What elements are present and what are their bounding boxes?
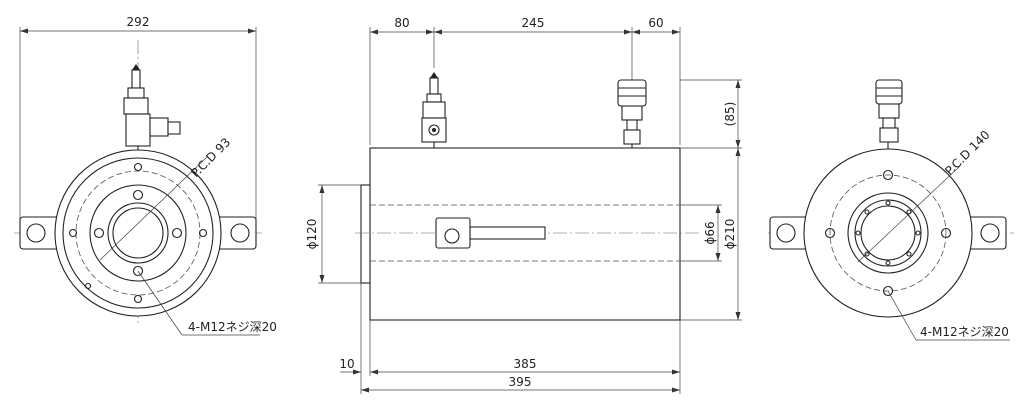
dim-60: 60 bbox=[648, 16, 663, 30]
thread-right-label: 4-M12ネジ深20 bbox=[920, 325, 1009, 339]
right-body-outer bbox=[803, 148, 973, 318]
dim-outer-210: ϕ210 bbox=[723, 219, 737, 250]
right-hole-right bbox=[940, 227, 952, 239]
cylinder-front-boss bbox=[360, 184, 371, 284]
right-fitting bbox=[875, 79, 903, 149]
slot-rod bbox=[469, 226, 546, 240]
dim-10: 10 bbox=[339, 357, 354, 371]
dim-overall-width: 292 bbox=[127, 15, 150, 29]
left-hole-left bbox=[93, 227, 105, 239]
dim-385: 385 bbox=[514, 357, 537, 371]
left-end-view: 292 bbox=[14, 15, 277, 336]
left-fitting bbox=[123, 64, 181, 150]
pcd-left-label: P.C.D 93 bbox=[188, 135, 233, 180]
right-hole-top bbox=[882, 169, 894, 181]
dim-bore-120: ϕ120 bbox=[305, 219, 319, 250]
dim-395: 395 bbox=[509, 375, 532, 389]
dim-85: (85) bbox=[723, 102, 737, 127]
side-fitting-right bbox=[617, 79, 647, 148]
side-fitting-left bbox=[421, 72, 447, 148]
pcd-right-label: P.C.D 140 bbox=[942, 128, 992, 178]
dim-245: 245 bbox=[522, 16, 545, 30]
dim-inner-66: ϕ66 bbox=[703, 221, 717, 244]
left-hole-top bbox=[132, 189, 144, 201]
right-end-view: P.C.D 140 4-M12ネジ深20 bbox=[768, 79, 1014, 341]
side-view: 80 245 60 bbox=[305, 16, 742, 394]
dim-80: 80 bbox=[394, 16, 409, 30]
right-hole-left bbox=[824, 227, 836, 239]
left-hole-right bbox=[171, 227, 183, 239]
right-hole-bottom bbox=[882, 285, 894, 297]
thread-left-label: 4-M12ネジ深20 bbox=[188, 320, 277, 334]
left-hole-bottom bbox=[132, 265, 144, 277]
